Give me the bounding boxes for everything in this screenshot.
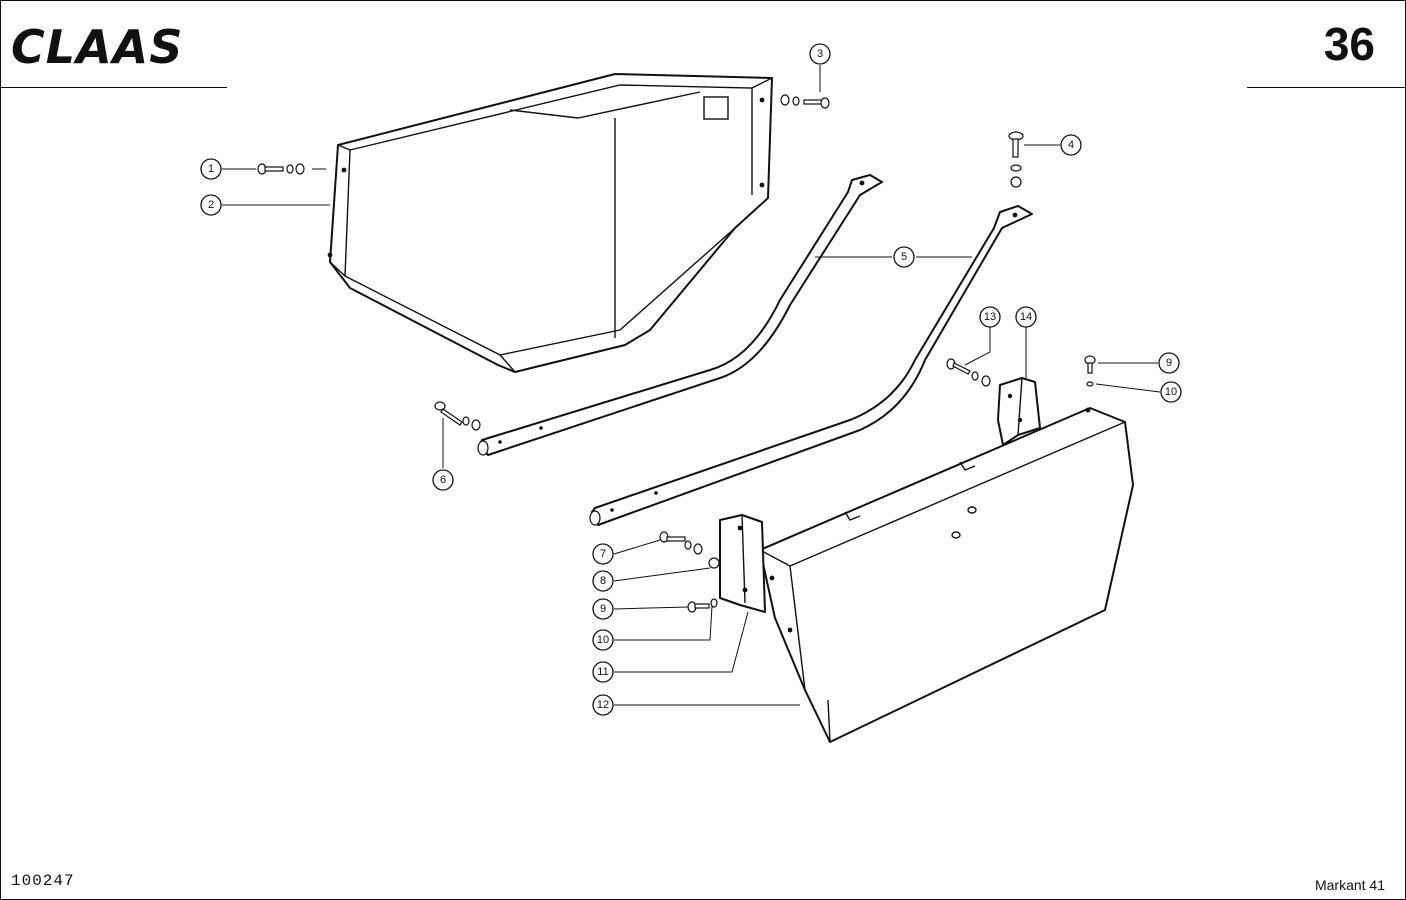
- callout-9-right-label: 9: [1166, 357, 1172, 369]
- callout-10-right: 10: [1160, 381, 1182, 403]
- callout-8: 8: [592, 570, 614, 592]
- callout-11: 11: [592, 661, 614, 683]
- callout-3-label: 3: [817, 48, 823, 60]
- callout-13-label: 13: [984, 311, 996, 323]
- callout-10-right-label: 10: [1165, 386, 1177, 398]
- callout-2: 2: [200, 194, 222, 216]
- leader-lines: [222, 65, 1161, 706]
- callout-10-left: 10: [592, 629, 614, 651]
- claas-logo: CLAAS: [11, 20, 183, 69]
- callout-1-label: 1: [208, 163, 214, 175]
- callout-5: 5: [893, 246, 915, 268]
- callout-8-label: 8: [600, 575, 606, 587]
- page-number: 36: [1323, 18, 1375, 70]
- model-name: Markant 41: [1314, 877, 1385, 893]
- bracket-left: [719, 514, 766, 613]
- callout-10-left-label: 10: [597, 634, 609, 646]
- callout-5-label: 5: [901, 251, 907, 263]
- lower-box: [759, 407, 1134, 743]
- callout-12-label: 12: [597, 699, 609, 711]
- hardware-fasteners: [257, 94, 1096, 613]
- callout-9-left: 9: [592, 598, 614, 620]
- callout-3: 3: [809, 43, 831, 65]
- callout-14: 14: [1015, 306, 1037, 328]
- support-tube-left: [477, 174, 883, 456]
- upper-shield: [327, 73, 773, 373]
- document-code: 100247: [11, 872, 75, 890]
- callout-2-label: 2: [208, 199, 214, 211]
- callout-1: 1: [200, 158, 222, 180]
- brand-logo-text: CLAAS: [11, 20, 183, 69]
- callout-9-right: 9: [1158, 352, 1180, 374]
- callout-14-label: 14: [1020, 311, 1032, 323]
- bracket-right: [997, 377, 1041, 446]
- callout-9-left-label: 9: [600, 603, 606, 615]
- header-rule-right: [1247, 87, 1405, 88]
- callout-11-label: 11: [597, 666, 608, 678]
- callout-7: 7: [592, 543, 614, 565]
- callout-6: 6: [432, 469, 454, 491]
- callout-13: 13: [979, 306, 1001, 328]
- callout-4: 4: [1060, 134, 1082, 156]
- callout-4-label: 4: [1068, 139, 1074, 151]
- support-tube-right: [589, 205, 1033, 526]
- header-rule-left: [1, 87, 227, 88]
- callout-6-label: 6: [440, 474, 446, 486]
- callout-12: 12: [592, 694, 614, 716]
- callout-7-label: 7: [600, 548, 606, 560]
